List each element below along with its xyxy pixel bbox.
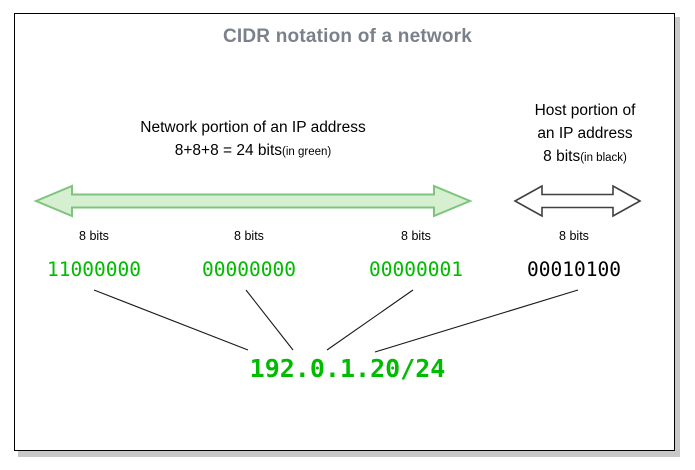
bits-label-octet-4: 8 bits	[559, 229, 589, 243]
octet-binary-4: 00010100	[527, 258, 621, 281]
host-span-arrow	[513, 184, 642, 218]
host-bits-total: 8 bits	[543, 148, 581, 165]
connector-line-octet-1	[93, 289, 249, 351]
network-span-arrow	[33, 184, 473, 218]
octet-binary-3: 00000001	[369, 258, 463, 281]
host-caption-line1: Host portion of	[534, 102, 636, 119]
network-bits-total: 8+8+8 = 24 bits	[174, 142, 283, 159]
bits-label-octet-3: 8 bits	[401, 229, 431, 243]
octet-binary-1: 11000000	[47, 258, 141, 281]
bits-label-octet-1: 8 bits	[79, 229, 109, 243]
diagram-frame	[14, 13, 675, 451]
host-color-note: (in black)	[580, 152, 627, 164]
network-caption-line2: 8+8+8 = 24 bits(in green)	[36, 139, 470, 164]
network-color-note: (in green)	[282, 146, 332, 158]
network-caption-line1: Network portion of an IP address	[140, 119, 366, 136]
network-portion-caption: Network portion of an IP address 8+8+8 =…	[36, 116, 470, 164]
page-title: CIDR notation of a network	[222, 26, 473, 47]
host-caption-line3: 8 bits(in black)	[495, 145, 675, 170]
host-caption-line2: an IP address	[537, 125, 633, 142]
cidr-notation-result: 192.0.1.20/24	[249, 354, 446, 383]
octet-binary-2: 00000000	[202, 258, 296, 281]
host-portion-caption: Host portion of an IP address 8 bits(in …	[495, 99, 675, 170]
connector-line-octet-4	[374, 289, 579, 353]
connector-line-octet-2	[245, 289, 294, 351]
connector-line-octet-3	[326, 289, 414, 351]
bits-label-octet-2: 8 bits	[234, 229, 264, 243]
